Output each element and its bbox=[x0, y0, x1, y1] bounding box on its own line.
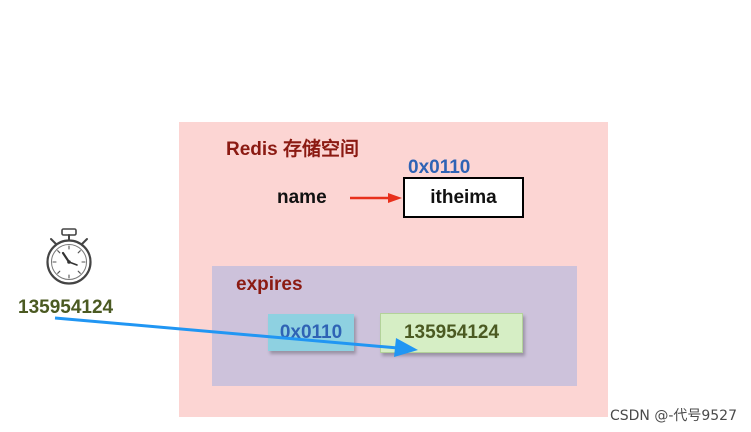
timestamp-label: 135954124 bbox=[18, 297, 114, 318]
value-address-label: 0x0110 bbox=[408, 157, 471, 178]
expires-key-box: 0x0110 bbox=[268, 314, 354, 351]
key-label: name bbox=[277, 187, 327, 208]
value-box: itheima bbox=[403, 177, 524, 218]
expires-value-box: 135954124 bbox=[380, 313, 523, 353]
expires-title: expires bbox=[236, 274, 303, 295]
storage-title: Redis 存储空间 bbox=[226, 139, 360, 160]
stopwatch-icon bbox=[46, 228, 92, 285]
watermark: CSDN @-代号9527 bbox=[609, 408, 737, 424]
